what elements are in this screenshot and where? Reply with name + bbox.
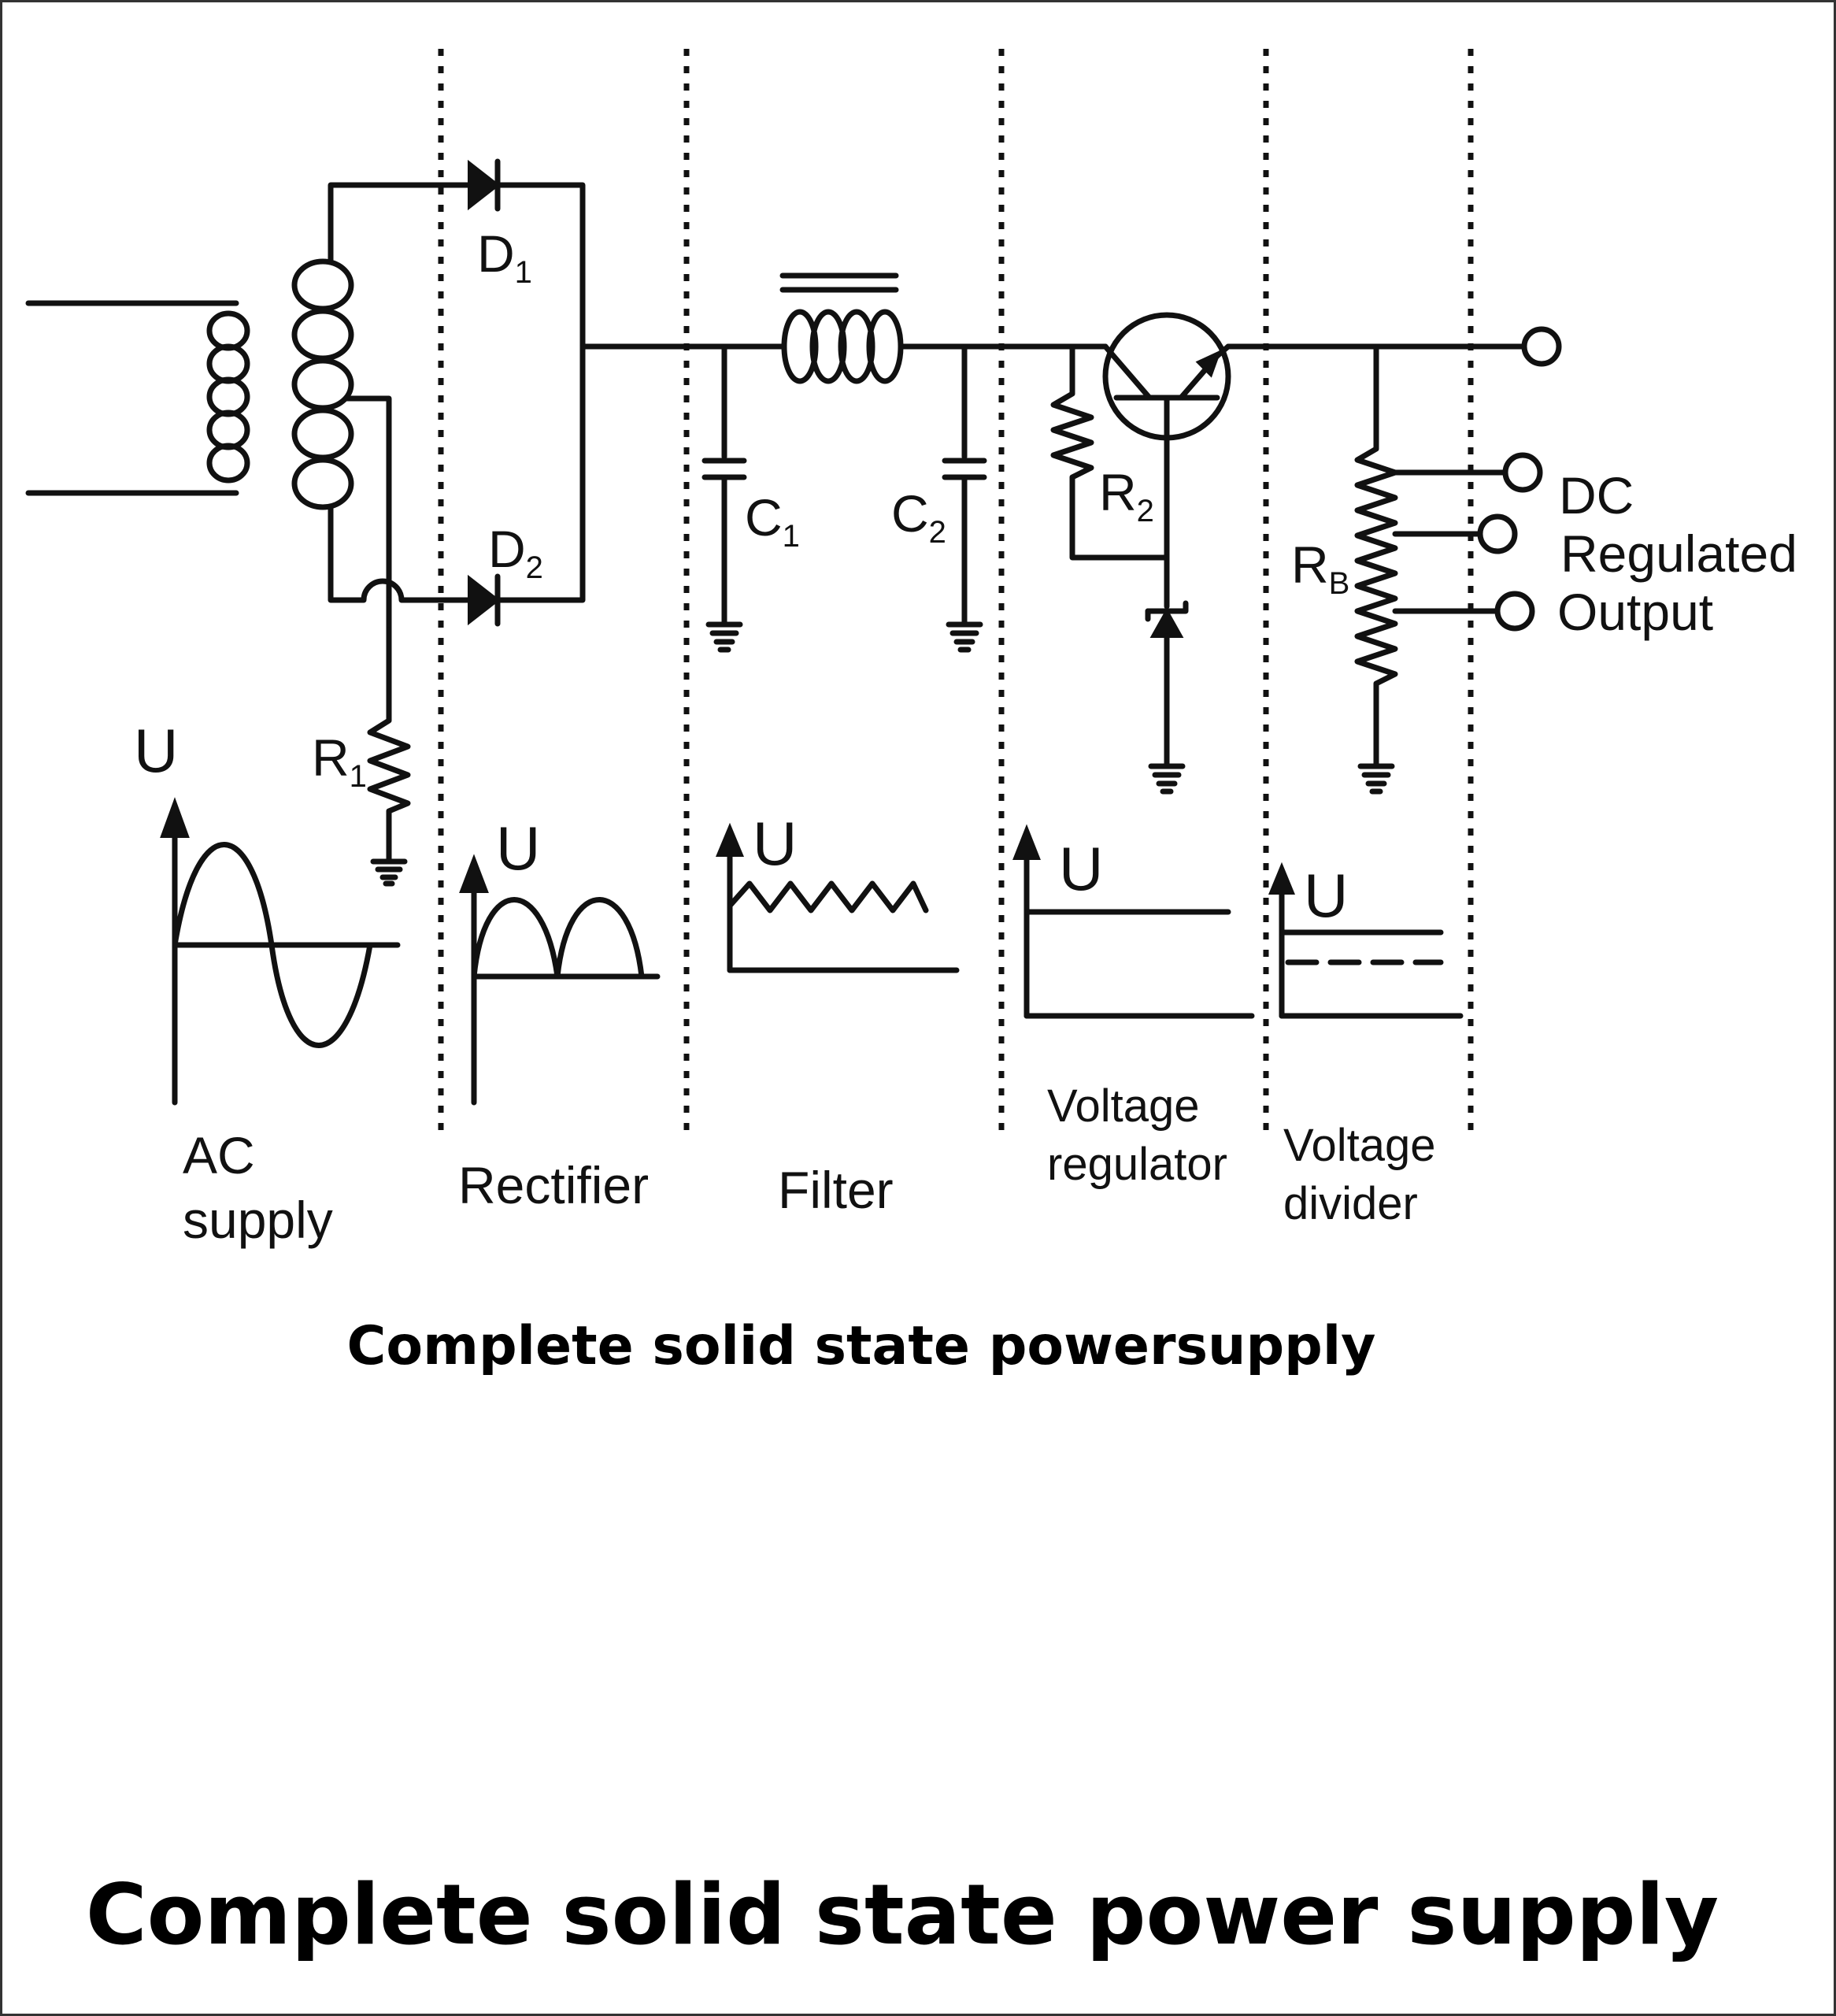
transformer [25,182,472,633]
output-terminal-main [1521,326,1562,367]
output-terminal-3 [1494,591,1535,632]
ground-symbol-r1 [370,846,408,887]
u-label-filter: U [753,809,797,878]
stage-filter: Filter [778,1161,894,1219]
label-c1: C1 [745,488,800,554]
output-label-output: Output [1557,583,1713,641]
stage-regulator-line1: Voltage [1047,1080,1200,1132]
caption-inner: Complete solid state powersupply [347,1315,1376,1377]
stage-regulator-line2: regulator [1047,1139,1227,1190]
label-r1: R1 [312,728,367,794]
label-rb: RB [1291,536,1349,601]
zener-diode [1145,554,1189,795]
transistor [1102,312,1231,561]
capacitor-c2 [942,343,987,653]
label-r2: R2 [1099,463,1154,528]
stage-ac-line2: supply [183,1191,333,1249]
label-d2: D2 [488,520,543,585]
u-label-regulator: U [1059,834,1103,903]
waveform-filter: U [716,809,960,973]
output-terminal-1 [1502,452,1543,493]
diode-d1 [466,158,586,350]
resistor-r2 [1050,343,1170,561]
u-label-ac: U [134,716,178,785]
stage-divider-line2: divider [1283,1178,1418,1229]
diode-d2 [466,343,586,627]
choke-inductor [767,272,1109,384]
u-label-divider: U [1304,861,1348,930]
output-label-regulated: Regulated [1560,524,1797,583]
waveform-ac: U [134,716,401,1106]
stage-ac-line1: AC [183,1126,255,1184]
output-terminal-2 [1477,513,1518,554]
waveform-regulator: U [1012,824,1255,1019]
stage-separators [438,49,1474,1134]
voltage-divider-rb [1354,343,1543,795]
label-d1: D1 [477,224,532,290]
secondary-winding [291,258,354,510]
primary-winding [206,310,250,484]
waveform-rectifier: U [459,813,661,1106]
capacitor-c1 [701,343,747,653]
caption-bottom: Complete solid state power supply [86,1866,1719,1963]
output-label-dc: DC [1559,466,1634,524]
waveform-divider: U [1268,861,1464,1019]
stage-divider-line1: Voltage [1283,1120,1436,1171]
label-c2: C2 [891,484,946,550]
resistor-r1 [367,627,411,887]
u-label-rectifier: U [496,813,540,883]
stage-rectifier: Rectifier [458,1156,649,1214]
